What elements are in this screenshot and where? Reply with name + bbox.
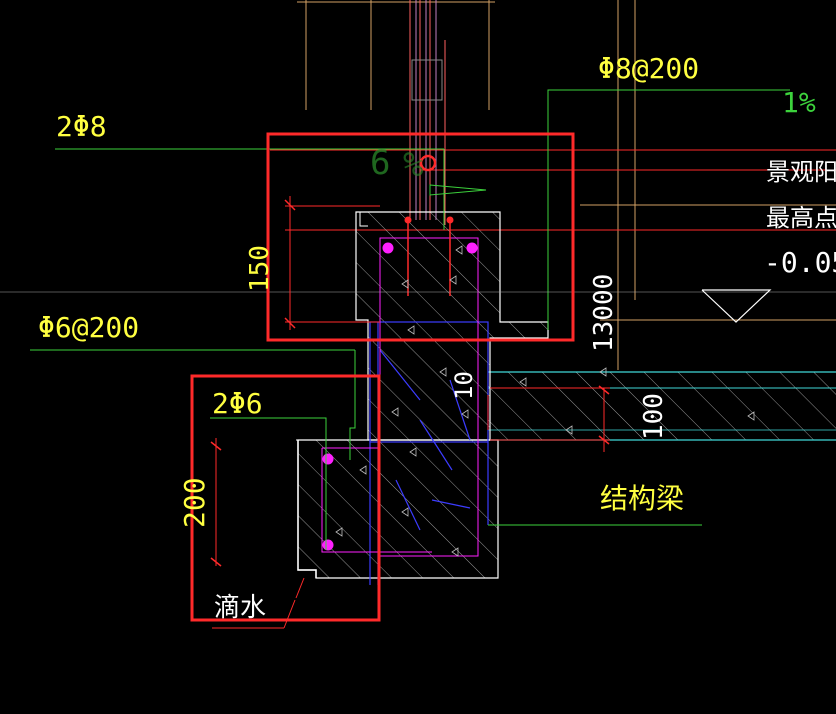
lower-ledge-block [296, 439, 499, 579]
red-reference-lines [270, 149, 836, 231]
aggregate-marks [335, 245, 755, 557]
highlight-boxes [190, 132, 575, 622]
landscape-label-line2: 最高点 [766, 204, 836, 232]
green-leaders [30, 89, 790, 550]
dim-10-label: 10 [450, 371, 478, 400]
bottom-highlight-box [190, 374, 381, 622]
rebar-dot [322, 453, 334, 465]
rebar-dot [382, 242, 394, 254]
stirrup-left-label: Φ6@200 [38, 311, 139, 344]
stirrup-top-label: Φ8@200 [598, 52, 699, 85]
rebar-dot [466, 242, 478, 254]
upper-concrete-block [355, 211, 549, 441]
rebar-top-left-label: 2Φ8 [56, 110, 107, 143]
callout-labels: 2Φ8 Φ8@200 1% Φ6@200 2Φ6 景观阳台 最高点 -0.05 … [38, 52, 836, 623]
rebar-dot [322, 539, 334, 551]
elevation-label: -0.05 [764, 246, 836, 279]
floor-slab [488, 371, 836, 441]
dim-200-label: 200 [178, 477, 211, 528]
window-frame-lines [409, 0, 446, 225]
slope-mark-faded: 6 [370, 143, 390, 183]
dim-13000-label: 13000 [589, 274, 619, 352]
structural-beam-label: 结构梁 [600, 482, 684, 515]
landscape-label-line1: 景观阳台 [766, 158, 836, 186]
dim-150-label: 150 [245, 245, 275, 292]
dimension-lines [210, 196, 610, 629]
dim-100-label: 100 [639, 393, 669, 440]
slope-label: 1% [782, 86, 816, 119]
slope-mark-faded-pct: % [403, 145, 423, 185]
rebar-dots [322, 216, 478, 551]
rebar-lower-label: 2Φ6 [212, 387, 263, 420]
elevation-marker [701, 289, 772, 323]
drip-label: 滴水 [214, 593, 266, 623]
top-highlight-box [266, 132, 575, 342]
